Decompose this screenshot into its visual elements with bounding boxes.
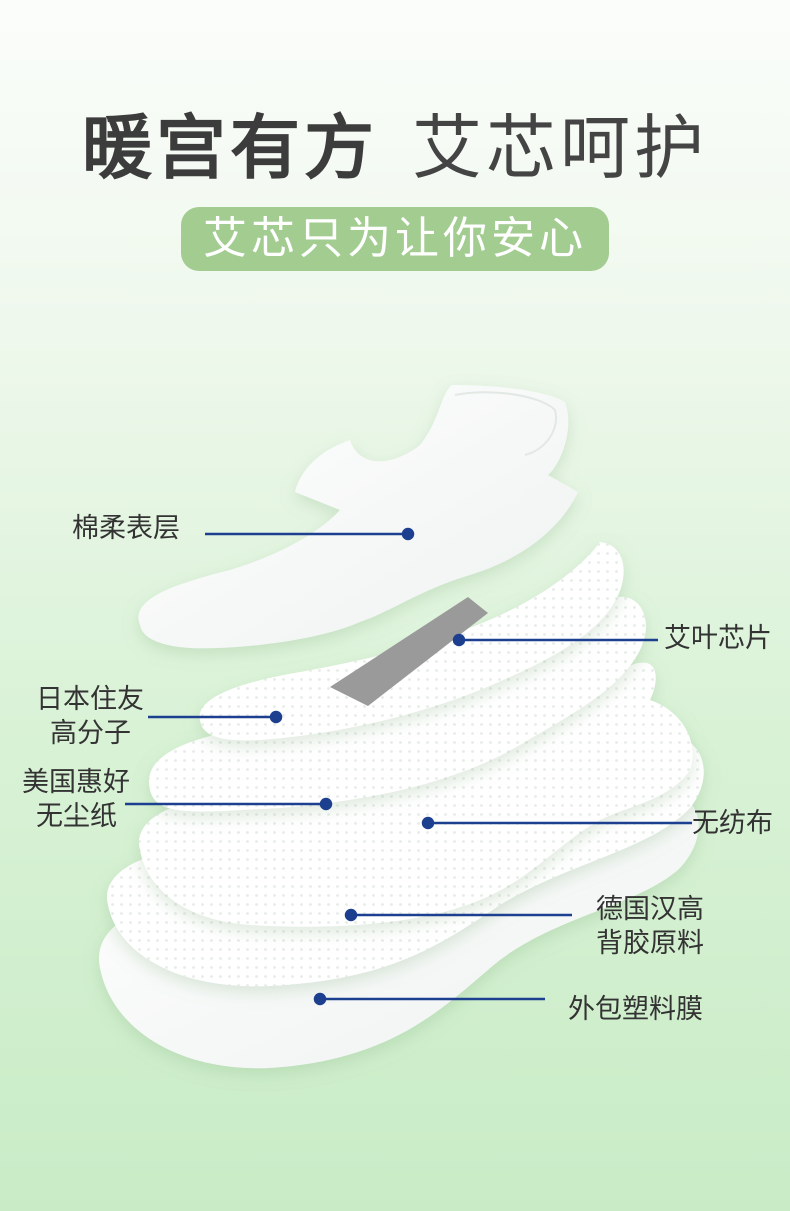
headline-part-1: 暖宫有方 [82,107,378,189]
leader-dot-nonwoven [421,816,435,830]
label-nonwoven: 无纺布 [692,808,773,839]
headline-part-2: 艾芯呵护 [412,107,708,189]
label-outer-film: 外包塑料膜 [568,994,703,1025]
leader-dot-adhesive [344,908,358,922]
headline: 暖宫有方艾芯呵护 [0,92,790,193]
cotton-top-ridge [454,391,557,456]
mugwort-strip [330,597,488,706]
layer-cotton-surface [138,385,578,649]
leader-dot-paper [319,797,333,811]
label-adhesive: 德国汉高 背胶原料 [596,894,704,959]
label-mugwort-core: 艾叶芯片 [664,623,772,654]
leader-dot-polymer [269,710,283,724]
label-dustfree-paper: 美国惠好 无尘纸 [22,767,130,832]
leader-dot-mugwort [452,633,466,647]
layer-polymer [199,542,624,741]
subtitle-pill: 艾芯只为让你安心 [181,207,609,271]
layer-nonwoven [138,662,693,927]
label-polymer: 日本住友 高分子 [36,684,144,749]
leader-dot-cotton [401,527,415,541]
leader-dot-film [313,992,327,1006]
leader-lines [125,527,692,1006]
label-cotton-surface: 棉柔表层 [72,513,180,544]
